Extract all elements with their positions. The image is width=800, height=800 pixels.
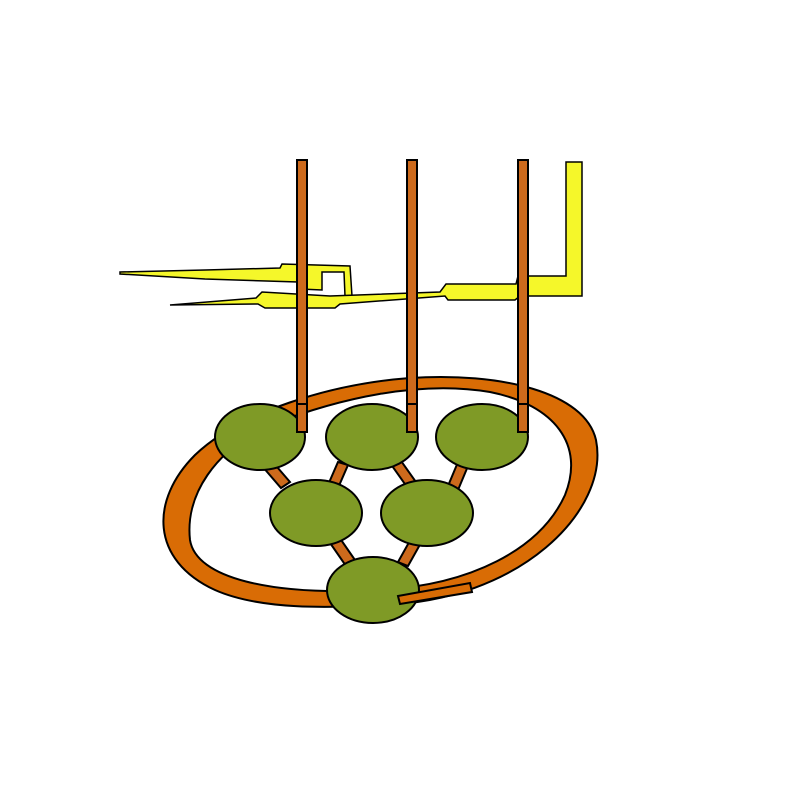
rod-tip-right: [517, 403, 529, 433]
rod-left: [296, 159, 308, 433]
orange-ring: [162, 375, 599, 608]
lightning-bolt-lower: [169, 161, 583, 309]
node-middle-right: [380, 479, 474, 547]
ring-shape: [162, 375, 599, 608]
nodes: [214, 403, 529, 624]
rod-center: [406, 159, 418, 433]
ring-tail: [396, 581, 474, 606]
node-bottom: [326, 556, 420, 624]
rod-right: [517, 159, 529, 433]
node-middle-left: [269, 479, 363, 547]
lightning-bolt-upper: [119, 263, 353, 297]
node-top-left: [214, 403, 306, 471]
rod-tip-center: [406, 403, 418, 433]
rod-tip-left: [296, 403, 308, 433]
rod-tips: [296, 403, 529, 433]
lightning-bolts: [119, 161, 583, 309]
node-top-center: [325, 403, 419, 471]
node-top-right: [435, 403, 529, 471]
